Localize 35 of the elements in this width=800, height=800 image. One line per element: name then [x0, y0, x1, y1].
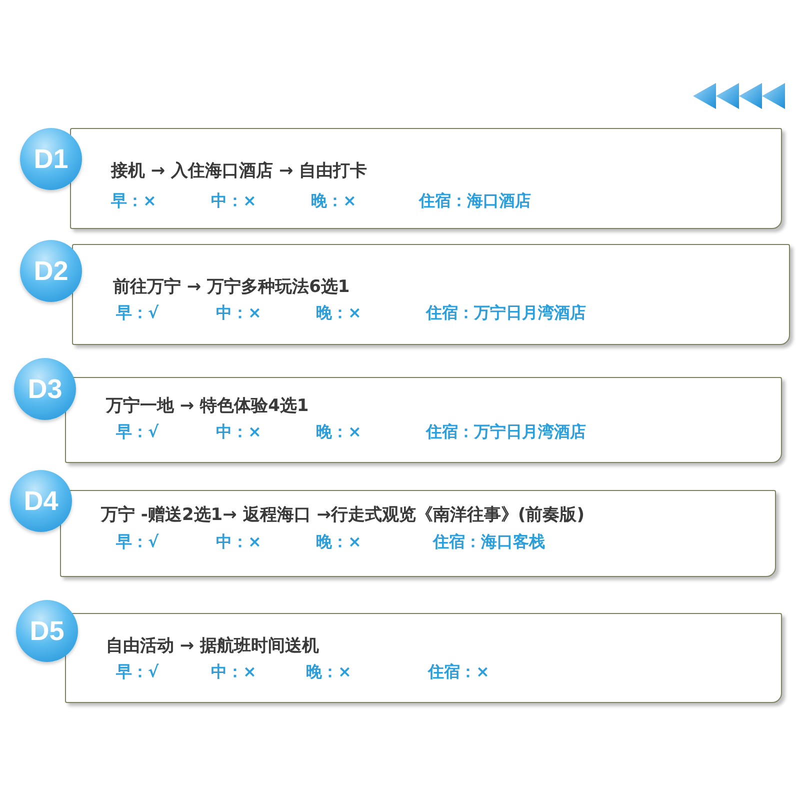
itinerary-card: [65, 613, 782, 703]
lodging-text: 住宿：海口客栈: [433, 532, 545, 553]
meal-text: 晚：×: [306, 662, 352, 683]
meal-text: 中：×: [216, 532, 262, 553]
route-text: 万宁 -赠送2选1→ 返程海口 →行走式观览《南洋往事》(前奏版): [101, 504, 584, 526]
route-text: 接机 → 入住海口酒店 → 自由打卡: [111, 160, 368, 182]
route-text: 万宁一地 → 特色体验4选1: [106, 395, 309, 417]
route-text: 前往万宁 → 万宁多种玩法6选1: [113, 276, 350, 298]
day-badge: D2: [20, 240, 82, 302]
meal-text: 晚：×: [311, 191, 356, 212]
itinerary-card: [70, 128, 782, 229]
meal-text: 中：×: [211, 662, 256, 683]
meal-text: 早：×: [111, 191, 156, 212]
day-badge: D3: [14, 358, 76, 420]
itinerary-card: [72, 244, 790, 345]
meal-text: 晚：×: [316, 532, 362, 553]
meal-text: 早：√: [116, 662, 159, 683]
itinerary-card: [65, 377, 782, 463]
day-badge: D4: [10, 470, 72, 532]
meal-text: 早：√: [116, 422, 159, 443]
meal-text: 晚：×: [316, 303, 362, 324]
meal-text: 中：×: [211, 191, 256, 212]
day-badge: D1: [20, 128, 82, 190]
lodging-text: 住宿：万宁日月湾酒店: [426, 422, 586, 443]
day-badge: D5: [16, 600, 78, 662]
lodging-text: 住宿：万宁日月湾酒店: [426, 303, 586, 324]
meal-text: 中：×: [216, 303, 262, 324]
route-text: 自由活动 → 据航班时间送机: [106, 635, 320, 657]
itinerary-card: [60, 490, 776, 577]
lodging-text: 住宿：海口酒店: [419, 191, 531, 212]
meal-text: 早：√: [116, 303, 159, 324]
meal-text: 早：√: [116, 532, 159, 553]
meal-text: 中：×: [216, 422, 262, 443]
lodging-text: 住宿：×: [428, 662, 490, 683]
meal-text: 晚：×: [316, 422, 362, 443]
